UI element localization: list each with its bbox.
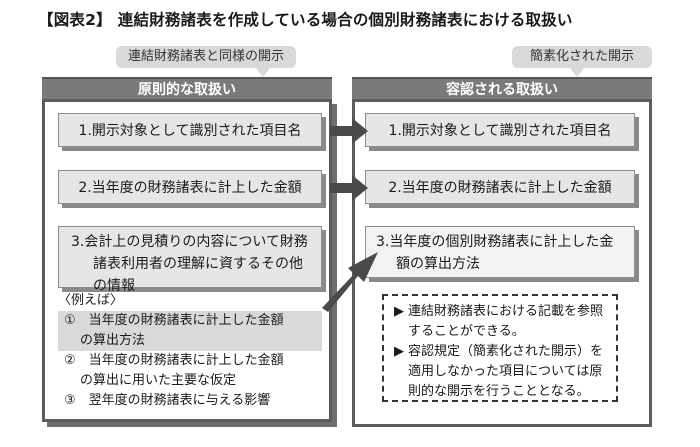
figure-title: 【図表2】連結財務諸表を作成している場合の個別財務諸表における取扱い xyxy=(38,8,573,30)
note-1-text: 連結財務諸表における記載を参照することができる。 xyxy=(408,304,604,339)
note-1: ▶ 連結財務諸表における記載を参照することができる。 xyxy=(394,302,606,342)
example-3: ③ 翌年度の財務諸表に与える影響 xyxy=(58,391,322,411)
example-1-line2: の算出方法 xyxy=(80,333,146,348)
figure-title-text: 連結財務諸表を作成している場合の個別財務諸表における取扱い xyxy=(117,11,573,29)
examples-label: 〈例えば〉 xyxy=(58,293,124,308)
example-1-num: ① xyxy=(64,313,76,328)
left-item-2: 2.当年度の財務諸表に計上した金額 xyxy=(58,170,322,204)
figure-tag: 【図表2】 xyxy=(38,11,112,29)
example-1: ① 当年度の財務諸表に計上した金額 の算出方法 xyxy=(58,311,322,351)
arrow-right-1-icon xyxy=(330,118,368,144)
example-2-line2: の算出に用いた主要な仮定 xyxy=(80,373,237,388)
note-2-text: 容認規定（簡素化された開示）を適用しなかった項目については原則的な開示を行うこと… xyxy=(408,344,604,399)
left-item-3: 3.会計上の見積りの内容について財務諸表利用者の理解に資するその他の情報 xyxy=(58,226,322,294)
examples-block: 〈例えば〉 ① 当年度の財務諸表に計上した金額 の算出方法 ② 当年度の財務諸表… xyxy=(58,291,322,411)
right-item-2: 2.当年度の財務諸表に計上した金額 xyxy=(365,170,635,204)
note-1-bullet: ▶ xyxy=(394,304,404,319)
note-2-bullet: ▶ xyxy=(394,344,404,359)
example-2-num: ② xyxy=(64,353,76,368)
example-3-num: ③ xyxy=(64,393,76,408)
example-1-line1: 当年度の財務諸表に計上した金額 xyxy=(88,313,284,328)
note-box: ▶ 連結財務諸表における記載を参照することができる。 ▶ 容認規定（簡素化された… xyxy=(382,294,618,402)
example-3-line1: 翌年度の財務諸表に与える影響 xyxy=(88,393,271,408)
callout-right: 簡素化された開示 xyxy=(512,46,652,77)
example-2: ② 当年度の財務諸表に計上した金額 の算出に用いた主要な仮定 xyxy=(58,351,322,391)
arrow-diagonal-icon xyxy=(322,252,378,312)
right-header: 容認される取扱い xyxy=(352,77,652,99)
left-item-1: 1.開示対象として識別された項目名 xyxy=(58,113,322,147)
example-2-line1: 当年度の財務諸表に計上した金額 xyxy=(88,353,284,368)
callout-left: 連結財務諸表と同様の開示 xyxy=(116,46,296,77)
left-header: 原則的な取扱い xyxy=(42,77,332,99)
right-item-3: 3.当年度の個別財務諸表に計上した金額の算出方法 xyxy=(365,226,635,278)
right-item-1: 1.開示対象として識別された項目名 xyxy=(365,113,635,147)
arrow-right-2-icon xyxy=(330,175,368,201)
note-2: ▶ 容認規定（簡素化された開示）を適用しなかった項目については原則的な開示を行う… xyxy=(394,342,606,402)
